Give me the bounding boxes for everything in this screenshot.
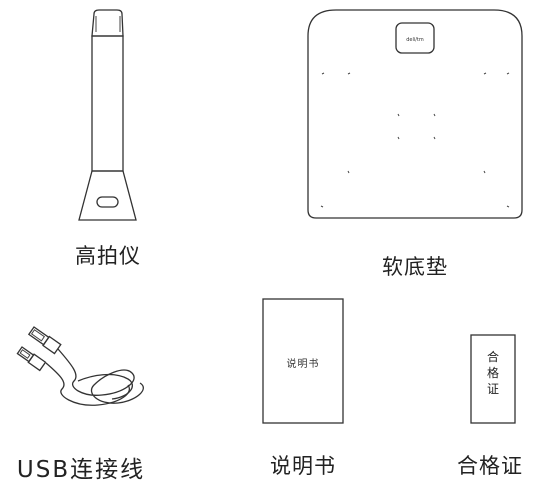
scanner-caption: 高拍仪 xyxy=(75,244,141,268)
certificate-card-icon xyxy=(470,334,516,424)
usb-cable-item xyxy=(12,315,157,415)
usb-cable-icon xyxy=(16,326,144,406)
soft-pad-icon: deli/tm xyxy=(307,9,523,219)
mat-caption: 软底垫 xyxy=(382,255,448,279)
manual-booklet-icon xyxy=(262,298,344,424)
certificate-card-text: 合 格 证 xyxy=(470,349,516,397)
soft-pad-item: deli/tm xyxy=(302,6,527,221)
certificate-char-3: 证 xyxy=(486,382,499,396)
mat-logo-text: deli/tm xyxy=(406,37,424,43)
certificate-char-1: 合 xyxy=(486,350,499,364)
document-camera-icon xyxy=(78,9,137,221)
certificate-caption: 合格证 xyxy=(457,454,523,478)
cable-caption: USB连接线 xyxy=(16,457,146,483)
manual-caption: 说明书 xyxy=(270,454,336,478)
manual-cover-text: 说明书 xyxy=(286,359,320,370)
certificate-item: 合 格 证 xyxy=(470,334,516,424)
manual-item: 说明书 xyxy=(262,298,344,424)
certificate-char-2: 格 xyxy=(486,366,499,380)
document-camera-item xyxy=(70,8,145,230)
